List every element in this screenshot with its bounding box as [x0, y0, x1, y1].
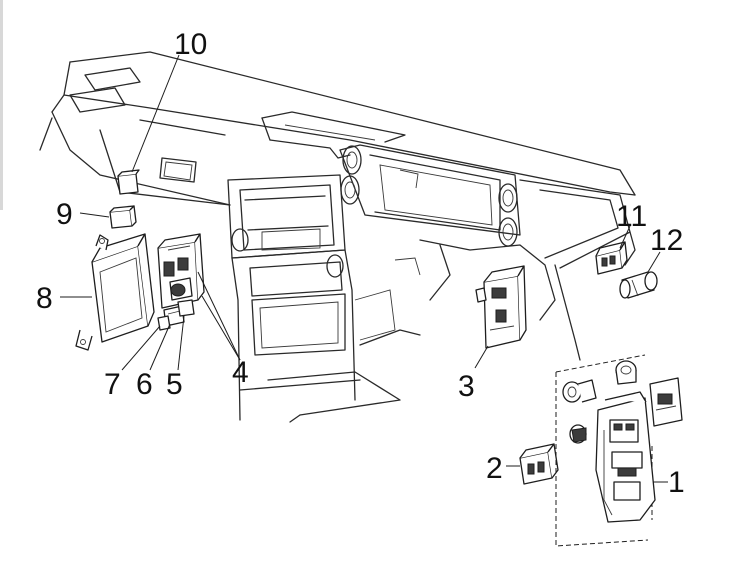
callout-1: 1 [668, 466, 685, 499]
control-unit-8 [75, 233, 155, 351]
relay-block-4 [157, 233, 205, 309]
leader-9 [79, 212, 110, 218]
leader-5 [177, 315, 185, 371]
callout-10: 10 [174, 28, 207, 61]
callout-5: 5 [166, 368, 183, 401]
leader-7 [121, 325, 161, 371]
callout-7: 7 [104, 368, 121, 401]
callout-12: 12 [650, 224, 683, 257]
callout-labels: 10 9 8 7 6 5 4 3 2 1 11 12 [36, 28, 685, 499]
callout-2: 2 [486, 452, 503, 485]
module-3 [475, 265, 527, 349]
leader-3 [474, 345, 489, 369]
sensor-12 [619, 271, 658, 299]
relay-11 [595, 241, 628, 275]
leader-4b [197, 271, 241, 361]
dashboard-outline [39, 51, 636, 361]
leader-11 [619, 225, 631, 249]
connector-7 [157, 315, 171, 331]
relay-2 [519, 443, 559, 485]
leader-12 [647, 251, 661, 273]
left-edge-strip [0, 0, 3, 210]
callout-11: 11 [616, 200, 647, 233]
callout-4: 4 [232, 356, 249, 389]
center-console [227, 174, 421, 423]
leader-10 [131, 54, 180, 173]
junction-block-1 [555, 354, 683, 547]
leader-4a [201, 295, 241, 361]
callout-8: 8 [36, 282, 53, 315]
relay-9 [109, 205, 137, 229]
relay-10 [117, 169, 140, 195]
callout-9: 9 [56, 198, 73, 231]
leader-6 [149, 323, 171, 371]
callout-6: 6 [136, 368, 153, 401]
callout-3: 3 [458, 370, 475, 403]
fuse-5 [177, 299, 195, 317]
